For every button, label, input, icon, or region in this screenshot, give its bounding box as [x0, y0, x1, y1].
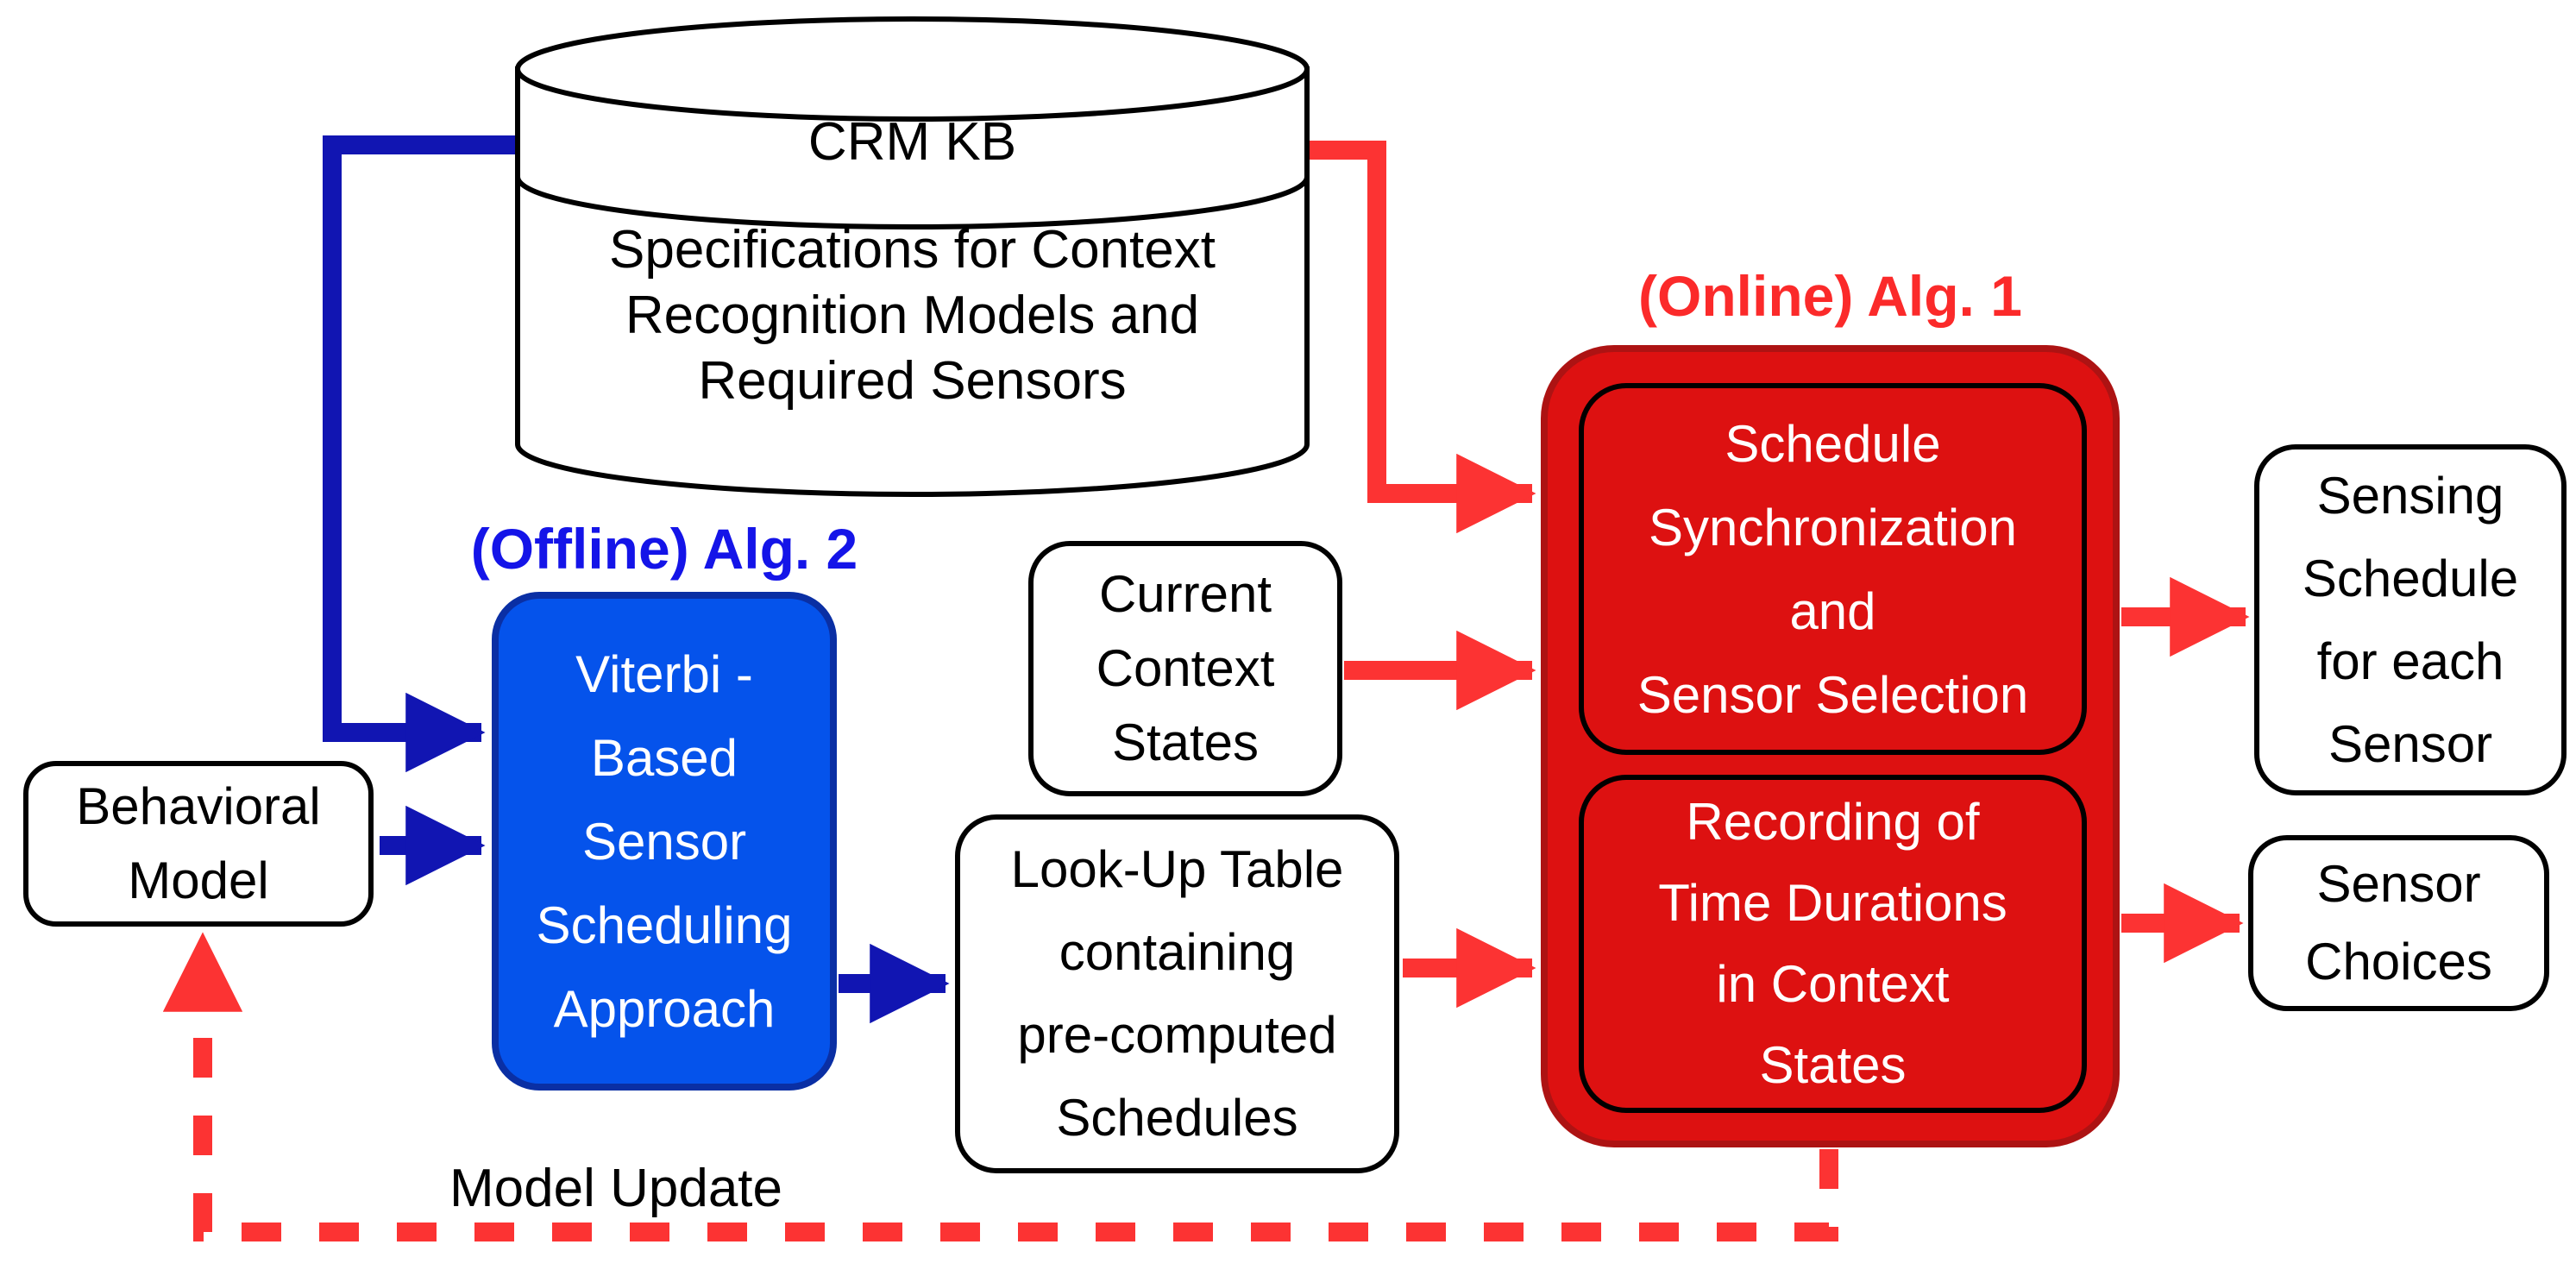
text-line: Viterbi -	[575, 644, 753, 703]
text-line: Context	[1096, 639, 1275, 697]
text-line: Sensor	[581, 812, 747, 871]
viterbi-scheduling-box: Viterbi - Based Sensor Scheduling Approa…	[492, 592, 837, 1091]
sensor-choices-box: Sensor Choices	[2248, 835, 2549, 1011]
text-line: States	[1759, 1036, 1907, 1094]
text-line: Sensor	[2328, 714, 2493, 773]
text-line: Scheduling	[536, 896, 793, 954]
schedule-synchronization-box: Schedule Synchronization and Sensor Sele…	[1579, 383, 2087, 755]
text-line: pre-computed	[1017, 1006, 1337, 1064]
model-update-label: Model Update	[449, 1159, 783, 1218]
text-line: Sensor	[2316, 855, 2481, 913]
text-line: Sensor Selection	[1637, 665, 2029, 724]
text-line: Time Durations	[1658, 874, 2007, 932]
sensing-schedule-box: Sensing Schedule for each Sensor	[2254, 444, 2567, 795]
text-line: Specifications for Context	[608, 220, 1216, 280]
text-line: Recording of	[1686, 793, 1980, 851]
text-line: for each	[2316, 632, 2504, 690]
crm-kb-description: Specifications for Context Recognition M…	[518, 217, 1307, 414]
text-line: Current	[1098, 565, 1272, 623]
text-line: Sensing	[2316, 466, 2504, 525]
text-line: Schedules	[1056, 1089, 1298, 1147]
lookup-table-box: Look-Up Table containing pre-computed Sc…	[955, 814, 1399, 1173]
text-line: and	[1789, 581, 1876, 640]
text-line: Required Sensors	[698, 351, 1127, 411]
current-context-states-box: Current Context States	[1028, 541, 1342, 796]
text-line: Based	[590, 728, 738, 787]
offline-alg2-label: (Offline) Alg. 2	[470, 517, 858, 581]
behavioral-model-box: Behavioral Model	[23, 761, 374, 927]
text-line: in Context	[1716, 955, 1950, 1013]
text-line: Recognition Models and	[625, 286, 1200, 345]
text-line: States	[1111, 713, 1260, 771]
text-line: Schedule	[1725, 414, 1941, 473]
recording-time-durations-box: Recording of Time Durations in Context S…	[1579, 775, 2087, 1113]
arrow-kb-to-schedule-sync	[1301, 141, 1536, 534]
text-line: Choices	[2305, 933, 2492, 990]
crm-kb-title: CRM KB	[518, 110, 1307, 175]
text-line: Schedule	[2302, 549, 2519, 607]
text-line: Behavioral	[76, 777, 321, 835]
text-line: Look-Up Table	[1010, 840, 1344, 898]
text-line: CRM KB	[807, 112, 1017, 172]
text-line: Synchronization	[1649, 498, 2017, 556]
online-alg1-label: (Online) Alg. 1	[1638, 264, 2022, 328]
text-line: Model	[128, 852, 269, 909]
online-alg1-container: Schedule Synchronization and Sensor Sele…	[1541, 345, 2120, 1147]
text-line: Approach	[553, 979, 776, 1038]
text-line: containing	[1059, 923, 1296, 981]
